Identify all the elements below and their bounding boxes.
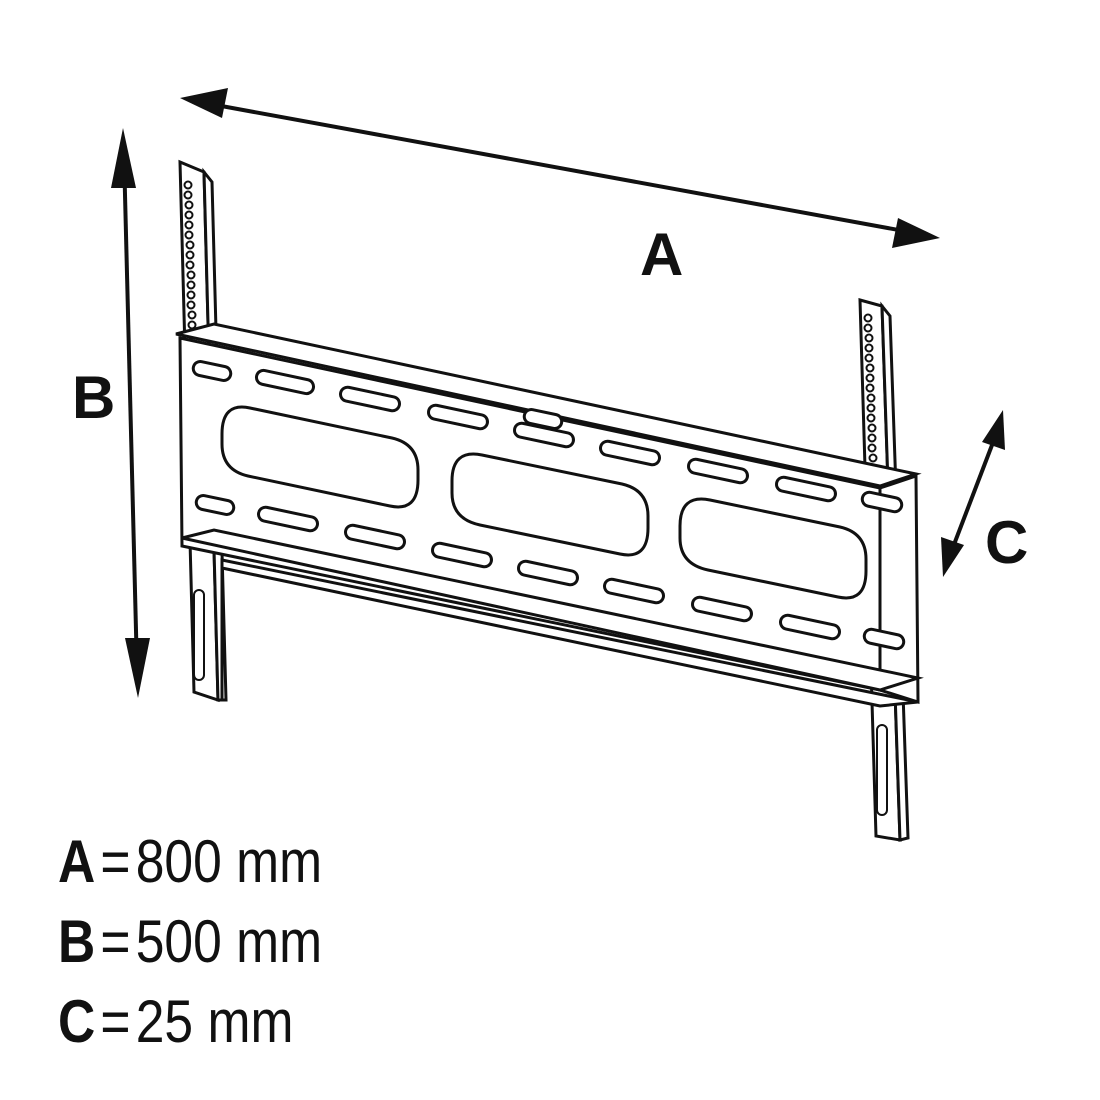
dimension-label-c: C — [985, 509, 1028, 576]
spec-value-b: 500 mm — [135, 908, 323, 975]
spec-equals-b: = — [100, 908, 131, 975]
dimension-arrow-b — [111, 128, 150, 698]
spec-value-c: 25 mm — [135, 988, 294, 1055]
spec-letter-b: B — [58, 908, 96, 975]
plate-large-openings — [220, 405, 868, 600]
dimension-arrow-a — [180, 88, 940, 248]
spec-row-b: B=500 mm — [58, 912, 322, 972]
dimension-label-a: A — [640, 221, 683, 288]
spec-value-a: 800 mm — [135, 828, 323, 895]
spec-row-a: A=800 mm — [58, 832, 322, 892]
spec-equals-c: = — [100, 988, 131, 1055]
spec-letter-a: A — [58, 828, 96, 895]
dimension-label-b: B — [72, 364, 115, 431]
spec-letter-c: C — [58, 988, 96, 1055]
dimension-arrow-c — [941, 410, 1005, 577]
spec-equals-a: = — [100, 828, 131, 895]
spec-row-c: C=25 mm — [58, 992, 293, 1052]
plate-slot-holes — [191, 360, 906, 651]
